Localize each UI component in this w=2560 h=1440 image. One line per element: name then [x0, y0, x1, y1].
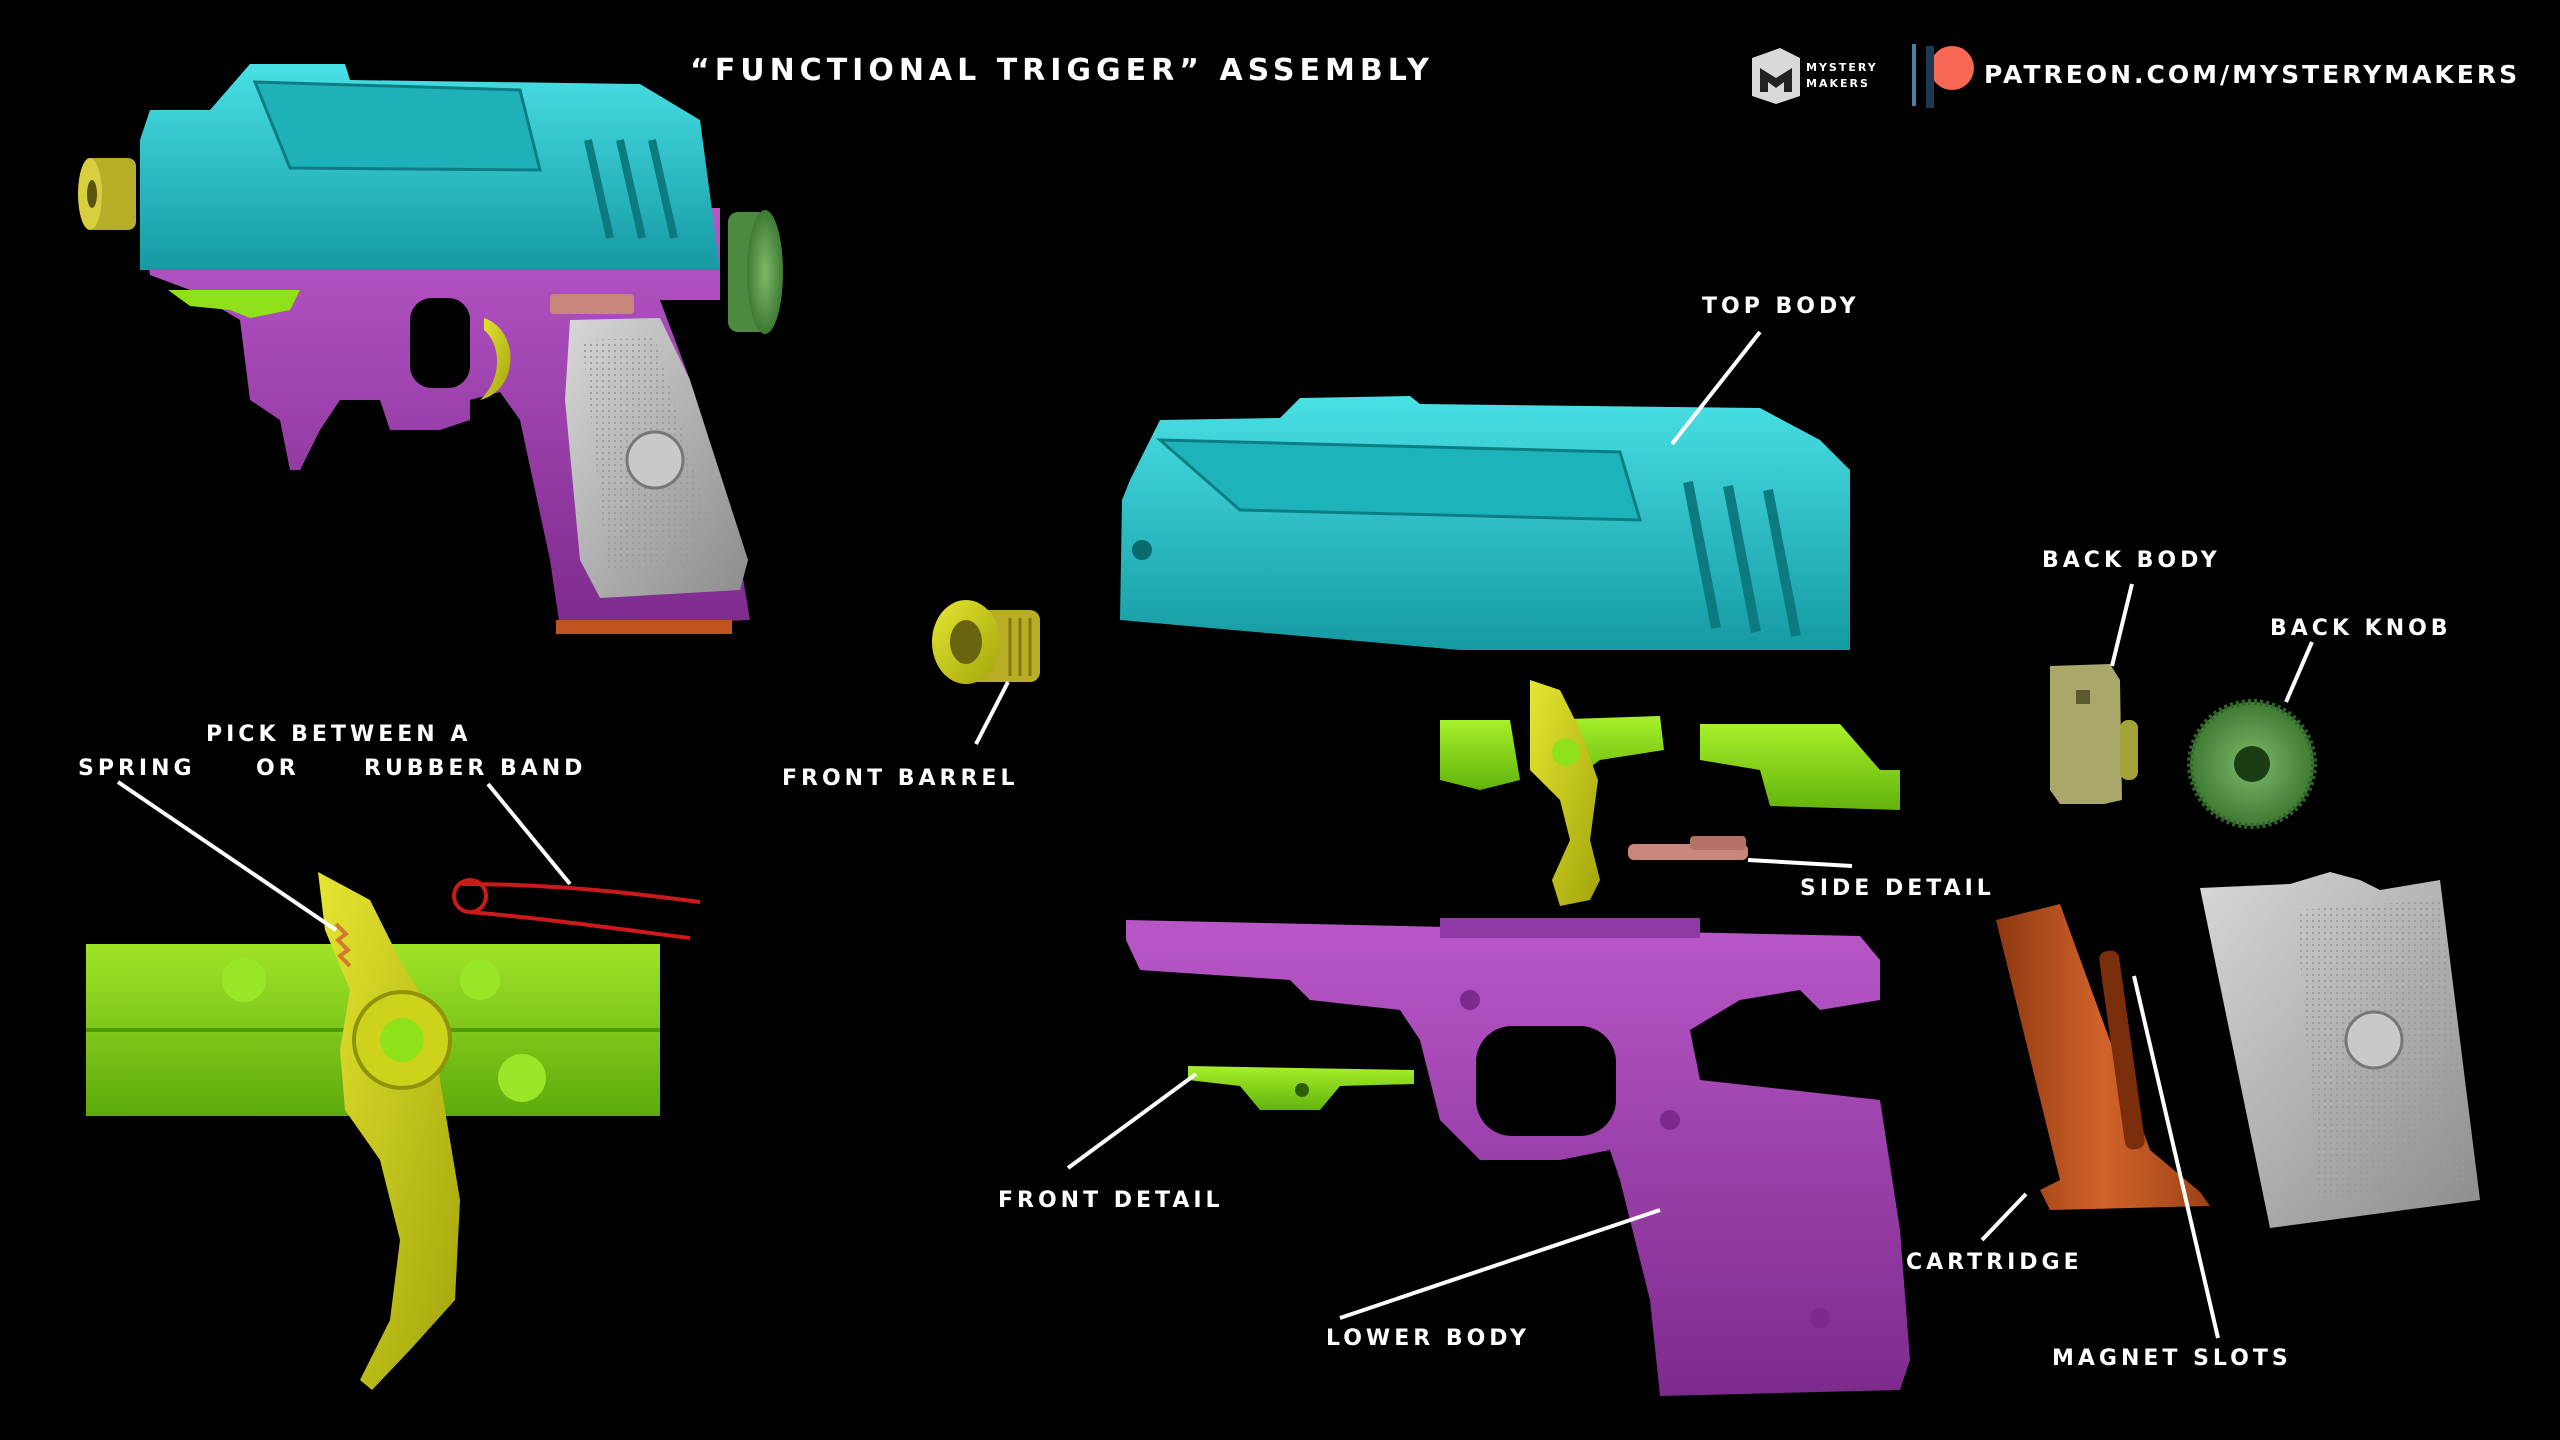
leader-rubber-band — [486, 782, 572, 886]
label-top-body: TOP BODY — [1702, 294, 1860, 319]
leader-lower-body — [1339, 1208, 1661, 1320]
leader-front-detail — [1066, 1072, 1198, 1170]
rubber-band-icon — [461, 882, 701, 940]
page-title: “FUNCTIONAL TRIGGER” ASSEMBLY — [690, 53, 1434, 88]
assembled-pistol — [78, 64, 783, 634]
brand-line2: MAKERS — [1806, 77, 1870, 90]
label-rubber-band: RUBBER BAND — [364, 756, 587, 781]
leader-top-body — [1670, 330, 1762, 446]
trigger-closeup — [86, 872, 701, 1390]
label-front-detail: FRONT DETAIL — [998, 1188, 1224, 1213]
label-or: OR — [256, 756, 300, 781]
assembled-trigger — [480, 318, 511, 400]
assembled-front-detail — [168, 290, 300, 318]
label-pick-between: PICK BETWEEN A — [206, 722, 472, 747]
part-lower-body — [1126, 918, 1910, 1396]
label-lower-body: LOWER BODY — [1326, 1326, 1530, 1351]
part-back-knob — [2187, 699, 2317, 829]
part-back-body — [2050, 664, 2138, 804]
assembled-side-detail — [550, 294, 634, 314]
mystery-makers-logo-icon — [1752, 48, 1800, 104]
brand-line1: MYSTERY — [1806, 61, 1878, 74]
patreon-bar-icon — [1926, 46, 1934, 108]
label-side-detail: SIDE DETAIL — [1800, 876, 1995, 901]
spring-icon — [334, 922, 352, 968]
patreon-dot-icon — [1930, 46, 1974, 90]
part-grip — [2200, 872, 2480, 1228]
label-back-knob: BACK KNOB — [2270, 616, 2452, 641]
leader-magnet-slots — [2132, 975, 2220, 1339]
part-trigger-frame — [1440, 680, 1900, 906]
leader-side-detail — [1747, 858, 1853, 868]
assembled-cartridge-base — [556, 620, 732, 634]
patreon-link[interactable]: PATREON.COM/MYSTERYMAKERS — [1984, 60, 2521, 89]
assembled-back-knob — [728, 210, 783, 334]
header-divider — [1912, 44, 1916, 106]
label-front-barrel: FRONT BARREL — [782, 766, 1019, 791]
label-spring: SPRING — [78, 756, 196, 781]
part-top-body — [1120, 396, 1850, 650]
part-side-detail — [1628, 836, 1748, 860]
label-back-body: BACK BODY — [2042, 548, 2221, 573]
leader-back-knob — [2284, 641, 2314, 703]
label-cartridge: CARTRIDGE — [1906, 1250, 2083, 1275]
leader-front-barrel — [974, 681, 1010, 745]
label-magnet-slots: MAGNET SLOTS — [2052, 1346, 2292, 1371]
leader-spring — [116, 780, 338, 932]
part-trigger — [1530, 680, 1600, 906]
assembled-front-barrel — [78, 158, 136, 230]
part-front-barrel — [932, 600, 1040, 684]
part-cartridge — [1996, 904, 2210, 1210]
leader-back-body — [2110, 583, 2134, 667]
part-front-detail — [1188, 1066, 1414, 1110]
leader-lines — [116, 330, 2314, 1339]
leader-cartridge — [1980, 1192, 2028, 1242]
